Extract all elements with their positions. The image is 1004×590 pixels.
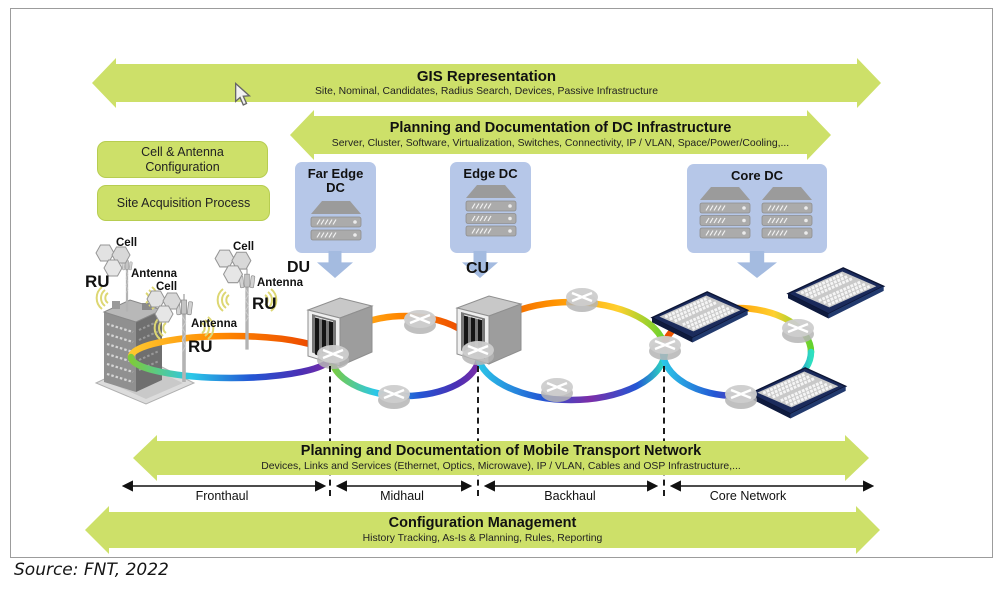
banner-configuration-management: Configuration Management History Trackin… (85, 506, 880, 554)
label-ru-2: RU (188, 337, 213, 356)
label-cell-3: Cell (233, 241, 255, 253)
banner-config-subtitle: History Tracking, As-Is & Planning, Rule… (362, 532, 603, 544)
label-du: DU (287, 259, 311, 276)
label-antenna-2: Antenna (191, 318, 237, 330)
dashed-divider-dc (663, 366, 665, 496)
dashed-divider-cu (477, 366, 479, 496)
banner-gis-title: GIS Representation (416, 67, 557, 85)
banner-mobile-transport: Planning and Documentation of Mobile Tra… (133, 435, 869, 481)
banner-transport-subtitle: Devices, Links and Services (Ethernet, O… (261, 460, 741, 472)
banner-transport-title: Planning and Documentation of Mobile Tra… (300, 443, 702, 460)
segment-label-fronthaul: Fronthaul (195, 489, 249, 503)
node-edge-dc-label: Edge DC (463, 166, 518, 181)
banner-dc-title: Planning and Documentation of DC Infrast… (389, 120, 732, 137)
banner-config-title: Configuration Management (388, 515, 577, 532)
server-stack-icon (699, 187, 813, 239)
label-antenna-1: Antenna (131, 268, 177, 280)
mouse-cursor-icon (234, 82, 252, 106)
banner-dc-subtitle: Server, Cluster, Software, Virtualizatio… (331, 137, 790, 149)
label-ru-3: RU (252, 294, 277, 313)
server-stack-icon (464, 185, 517, 237)
box-cell-antenna-label: Cell & Antenna Configuration (141, 144, 224, 174)
node-far-edge-dc: Far Edge DC (295, 162, 376, 253)
label-cell-2: Cell (156, 281, 178, 293)
dashed-divider-du (329, 366, 331, 496)
node-far-edge-dc-label: Far Edge DC (307, 166, 364, 196)
segment-label-core-network: Core Network (709, 489, 787, 503)
banner-gis-subtitle: Site, Nominal, Candidates, Radius Search… (314, 86, 659, 98)
label-antenna-3: Antenna (257, 277, 303, 289)
segment-label-backhaul: Backhaul (544, 489, 596, 503)
box-cell-antenna-configuration: Cell & Antenna Configuration (97, 141, 268, 178)
source-caption: Source: FNT, 2022 (14, 560, 169, 580)
server-stack-icon (309, 200, 362, 241)
label-ru-1: RU (85, 272, 110, 291)
node-core-dc-label: Core DC (730, 168, 783, 183)
box-site-acquisition-label: Site Acquisition Process (116, 195, 251, 210)
node-edge-dc: Edge DC (450, 162, 531, 253)
box-site-acquisition-process: Site Acquisition Process (97, 185, 270, 221)
banner-dc-infrastructure: Planning and Documentation of DC Infrast… (290, 110, 831, 160)
node-core-dc: Core DC (687, 164, 827, 253)
segment-label-midhaul: Midhaul (380, 489, 424, 503)
label-cell-1: Cell (116, 237, 138, 249)
label-cu: CU (466, 260, 490, 277)
banner-gis: GIS Representation Site, Nominal, Candid… (92, 58, 881, 108)
